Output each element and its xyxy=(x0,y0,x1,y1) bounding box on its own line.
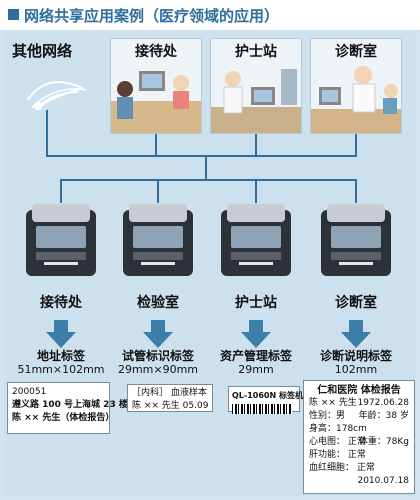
down-arrow-icon xyxy=(46,320,76,348)
doctor-scene-icon xyxy=(311,66,401,133)
report-patient-row: 陈 ×× 先生 1972.06.28 xyxy=(309,397,409,410)
report-age: 年龄：38 岁 xyxy=(358,411,409,421)
report-label-sample: 仁和医院 体检报告 陈 ×× 先生 1972.06.28 性别：男 年龄：38 … xyxy=(303,380,415,494)
line-printer-3 xyxy=(255,179,257,203)
label-size-tube: 29mm×90mm xyxy=(117,363,199,376)
dept-lab: 检验室 xyxy=(137,295,179,311)
line-reception-photo xyxy=(155,134,157,156)
report-sex: 性别：男 xyxy=(309,411,346,421)
label-name-report: 诊断说明标签 xyxy=(319,349,392,363)
photo-nurse-station: 护士站 xyxy=(210,38,302,134)
room-label-reception: 接待处 xyxy=(135,44,177,60)
tube-patient-date: 陈 ×× 先生 05.09 xyxy=(132,401,209,411)
line-top-bus xyxy=(46,155,357,157)
asset-label-sample: QL-1060N 标签机 xyxy=(228,386,303,414)
room-label-consulting-room: 诊断室 xyxy=(335,44,377,60)
label-name-asset: 资产管理标签 xyxy=(219,349,292,363)
report-height-weight-row: 身高：178cm 体重：78Kg xyxy=(309,423,409,447)
down-arrow-icon xyxy=(241,320,271,348)
report-liver: 肝功能： 正常 xyxy=(309,450,366,460)
label-name-tube: 试管标识标签 xyxy=(121,349,194,363)
address-postcode: 200051 xyxy=(12,387,47,397)
down-arrow-icon xyxy=(143,320,173,348)
down-arrow-icon xyxy=(341,320,371,348)
report-patient-name: 陈 ×× 先生 xyxy=(309,398,357,408)
line-consulting-photo xyxy=(355,134,357,156)
dept-reception: 接待处 xyxy=(40,295,82,311)
report-title: 仁和医院 体检报告 xyxy=(317,385,401,396)
reception-scene-icon xyxy=(111,71,201,133)
report-dob: 1972.06.28 xyxy=(357,398,409,408)
label-printer-icon xyxy=(26,204,96,276)
line-bottom-bus xyxy=(60,179,356,181)
network-cloud-icon xyxy=(27,81,87,111)
asset-label-text: QL-1060N 标签机 xyxy=(232,391,303,400)
line-printer-2 xyxy=(157,179,159,203)
address-street: 遵义路 100 号上海城 23 楼 xyxy=(12,400,128,410)
label-name-address: 地址标签 xyxy=(36,349,85,363)
label-size-address: 51mm×102mm xyxy=(17,363,105,376)
address-label-sample: 200051 遵义路 100 号上海城 23 楼 陈 ×× 先生（体检报告） xyxy=(7,382,128,434)
nurse-scene-icon xyxy=(211,69,301,133)
label-printer-icon xyxy=(321,204,391,276)
label-printer-icon xyxy=(221,204,291,276)
report-date: 2010.07.18 xyxy=(357,476,409,486)
photo-consulting-room: 诊断室 xyxy=(310,38,402,134)
dept-nurse-station: 护士站 xyxy=(235,295,277,311)
tube-label-sample: ［内科］ 血液样本 陈 ×× 先生 05.09 xyxy=(127,384,213,412)
line-printer-4 xyxy=(355,179,357,203)
title-square-icon xyxy=(8,9,19,20)
label-printer-icon xyxy=(123,204,193,276)
report-blood: 血红细胞： 正常 xyxy=(309,463,375,473)
dept-consulting-room: 诊断室 xyxy=(335,295,377,311)
tube-dept-sample: ［内科］ 血液样本 xyxy=(132,388,207,398)
address-recipient: 陈 ×× 先生（体检报告） xyxy=(12,413,115,423)
line-nurse-photo xyxy=(255,134,257,156)
photo-reception: 接待处 xyxy=(110,38,202,134)
label-size-asset: 29mm xyxy=(238,363,274,376)
line-trunk xyxy=(205,155,207,180)
report-ecg: 心电图： 正常 xyxy=(309,437,366,447)
title-bar: 网络共享应用案例（医疗领域的应用） xyxy=(0,0,420,30)
room-label-nurse-station: 护士站 xyxy=(235,44,277,60)
line-other-network xyxy=(46,110,48,156)
report-weight: 体重：78Kg xyxy=(358,437,409,447)
report-sex-age-row: 性别：男 年龄：38 岁 xyxy=(309,410,409,423)
report-height: 身高：178cm xyxy=(309,424,367,434)
page-title: 网络共享应用案例（医疗领域的应用） xyxy=(24,7,280,25)
line-printer-1 xyxy=(60,179,62,203)
barcode-icon xyxy=(232,404,292,414)
label-size-report: 102mm xyxy=(334,363,378,376)
other-network-label: 其他网络 xyxy=(12,42,73,60)
